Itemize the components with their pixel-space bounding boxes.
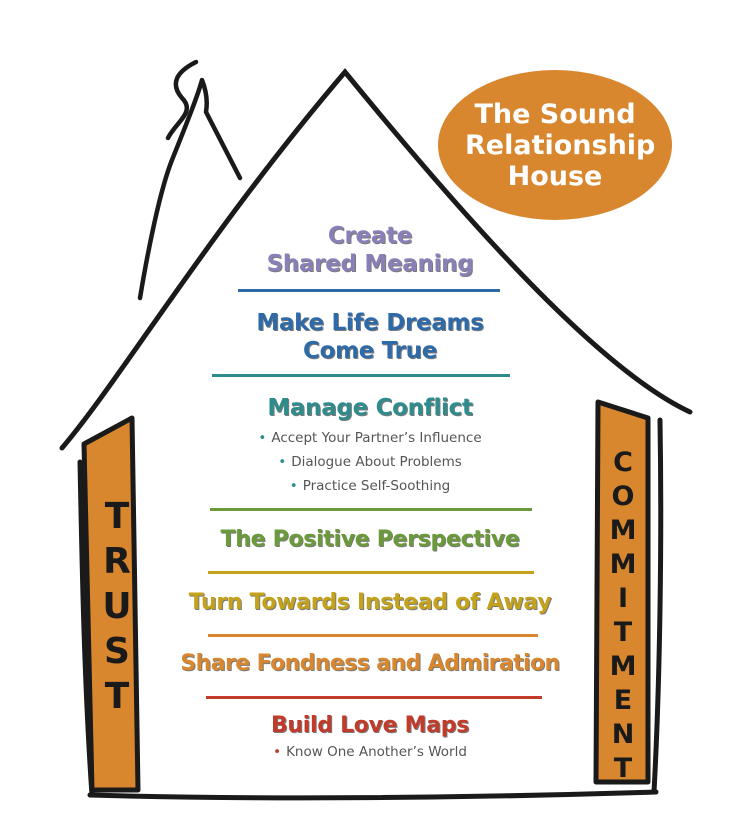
commitment-letter: T [613, 617, 633, 648]
bullet-dot: • [258, 430, 267, 446]
manage-conflict-bullets: •Accept Your Partner’s Influence •Dialog… [150, 426, 590, 498]
commitment-letter: M [609, 549, 637, 580]
floor [87, 789, 659, 801]
layer-title-line: Make Life Dreams [256, 310, 484, 336]
badge-title: The Sound Relationship House [465, 98, 656, 192]
commitment-letter: C [613, 447, 633, 478]
bullet-item: •Accept Your Partner’s Influence [150, 426, 590, 450]
trust-letter: U [102, 586, 132, 627]
bullet-dot: • [273, 744, 282, 760]
bullet-item: •Practice Self-Soothing [150, 474, 590, 498]
title-badge: The Sound Relationship House [438, 70, 672, 220]
bullet-text: Practice Self-Soothing [302, 478, 451, 494]
divider-4 [208, 571, 534, 574]
layer-share-fondness: Share Fondness and Admiration [150, 650, 590, 678]
bullet-text: Dialogue About Problems [291, 454, 462, 470]
layer-title-line: Shared Meaning [266, 251, 474, 277]
right-wall [651, 417, 664, 795]
roof-outline [59, 68, 693, 451]
trust-letter: T [104, 496, 130, 537]
trust-label: T R U S T [94, 494, 140, 719]
trust-letter: R [103, 541, 131, 582]
layer-create-shared-meaning: Create Shared Meaning [150, 222, 590, 278]
commitment-letter: O [611, 481, 635, 512]
bullet-dot: • [289, 478, 298, 494]
layer-turn-towards: Turn Towards Instead of Away [150, 589, 590, 617]
bullet-item: •Know One Another’s World [150, 740, 590, 764]
commitment-letter: N [611, 719, 635, 750]
divider-5 [208, 634, 538, 637]
chimney-smoke [165, 59, 199, 141]
commitment-letter: T [613, 753, 633, 784]
divider-2 [212, 374, 510, 377]
chimney [137, 77, 243, 301]
build-love-maps-bullets: •Know One Another’s World [150, 740, 590, 764]
trust-pillar [81, 415, 141, 793]
layer-title-line: Manage Conflict [267, 395, 473, 421]
layer-title-line: Share Fondness and Admiration [180, 651, 560, 676]
divider-1 [238, 289, 500, 292]
bullet-text: Accept Your Partner’s Influence [271, 430, 482, 446]
layer-title-line: The Positive Perspective [220, 527, 520, 552]
commitment-label: C O M M I T M E N T [603, 446, 643, 786]
commitment-letter: M [609, 515, 637, 546]
layer-title-line: Create [327, 223, 413, 249]
divider-3 [210, 508, 532, 511]
commitment-pillar [593, 399, 651, 785]
layer-title-line: Come True [302, 338, 438, 364]
commitment-letter: M [609, 651, 637, 682]
layer-positive-perspective: The Positive Perspective [150, 526, 590, 554]
title-badge-oval [438, 70, 672, 220]
layer-make-life-dreams-come-true: Make Life Dreams Come True [150, 309, 590, 365]
trust-letter: S [104, 631, 130, 672]
trust-letter: T [104, 676, 130, 717]
bullet-text: Know One Another’s World [286, 744, 467, 760]
divider-6 [206, 696, 542, 699]
layer-title-line: Build Love Maps [270, 713, 470, 738]
layer-manage-conflict: Manage Conflict •Accept Your Partner’s I… [150, 394, 590, 498]
bullet-item: •Dialogue About Problems [150, 450, 590, 474]
commitment-letter: I [617, 583, 629, 614]
commitment-letter: E [613, 685, 633, 716]
layer-build-love-maps: Build Love Maps •Know One Another’s Worl… [150, 712, 590, 764]
bullet-dot: • [278, 454, 287, 470]
layer-title-line: Turn Towards Instead of Away [188, 590, 552, 615]
